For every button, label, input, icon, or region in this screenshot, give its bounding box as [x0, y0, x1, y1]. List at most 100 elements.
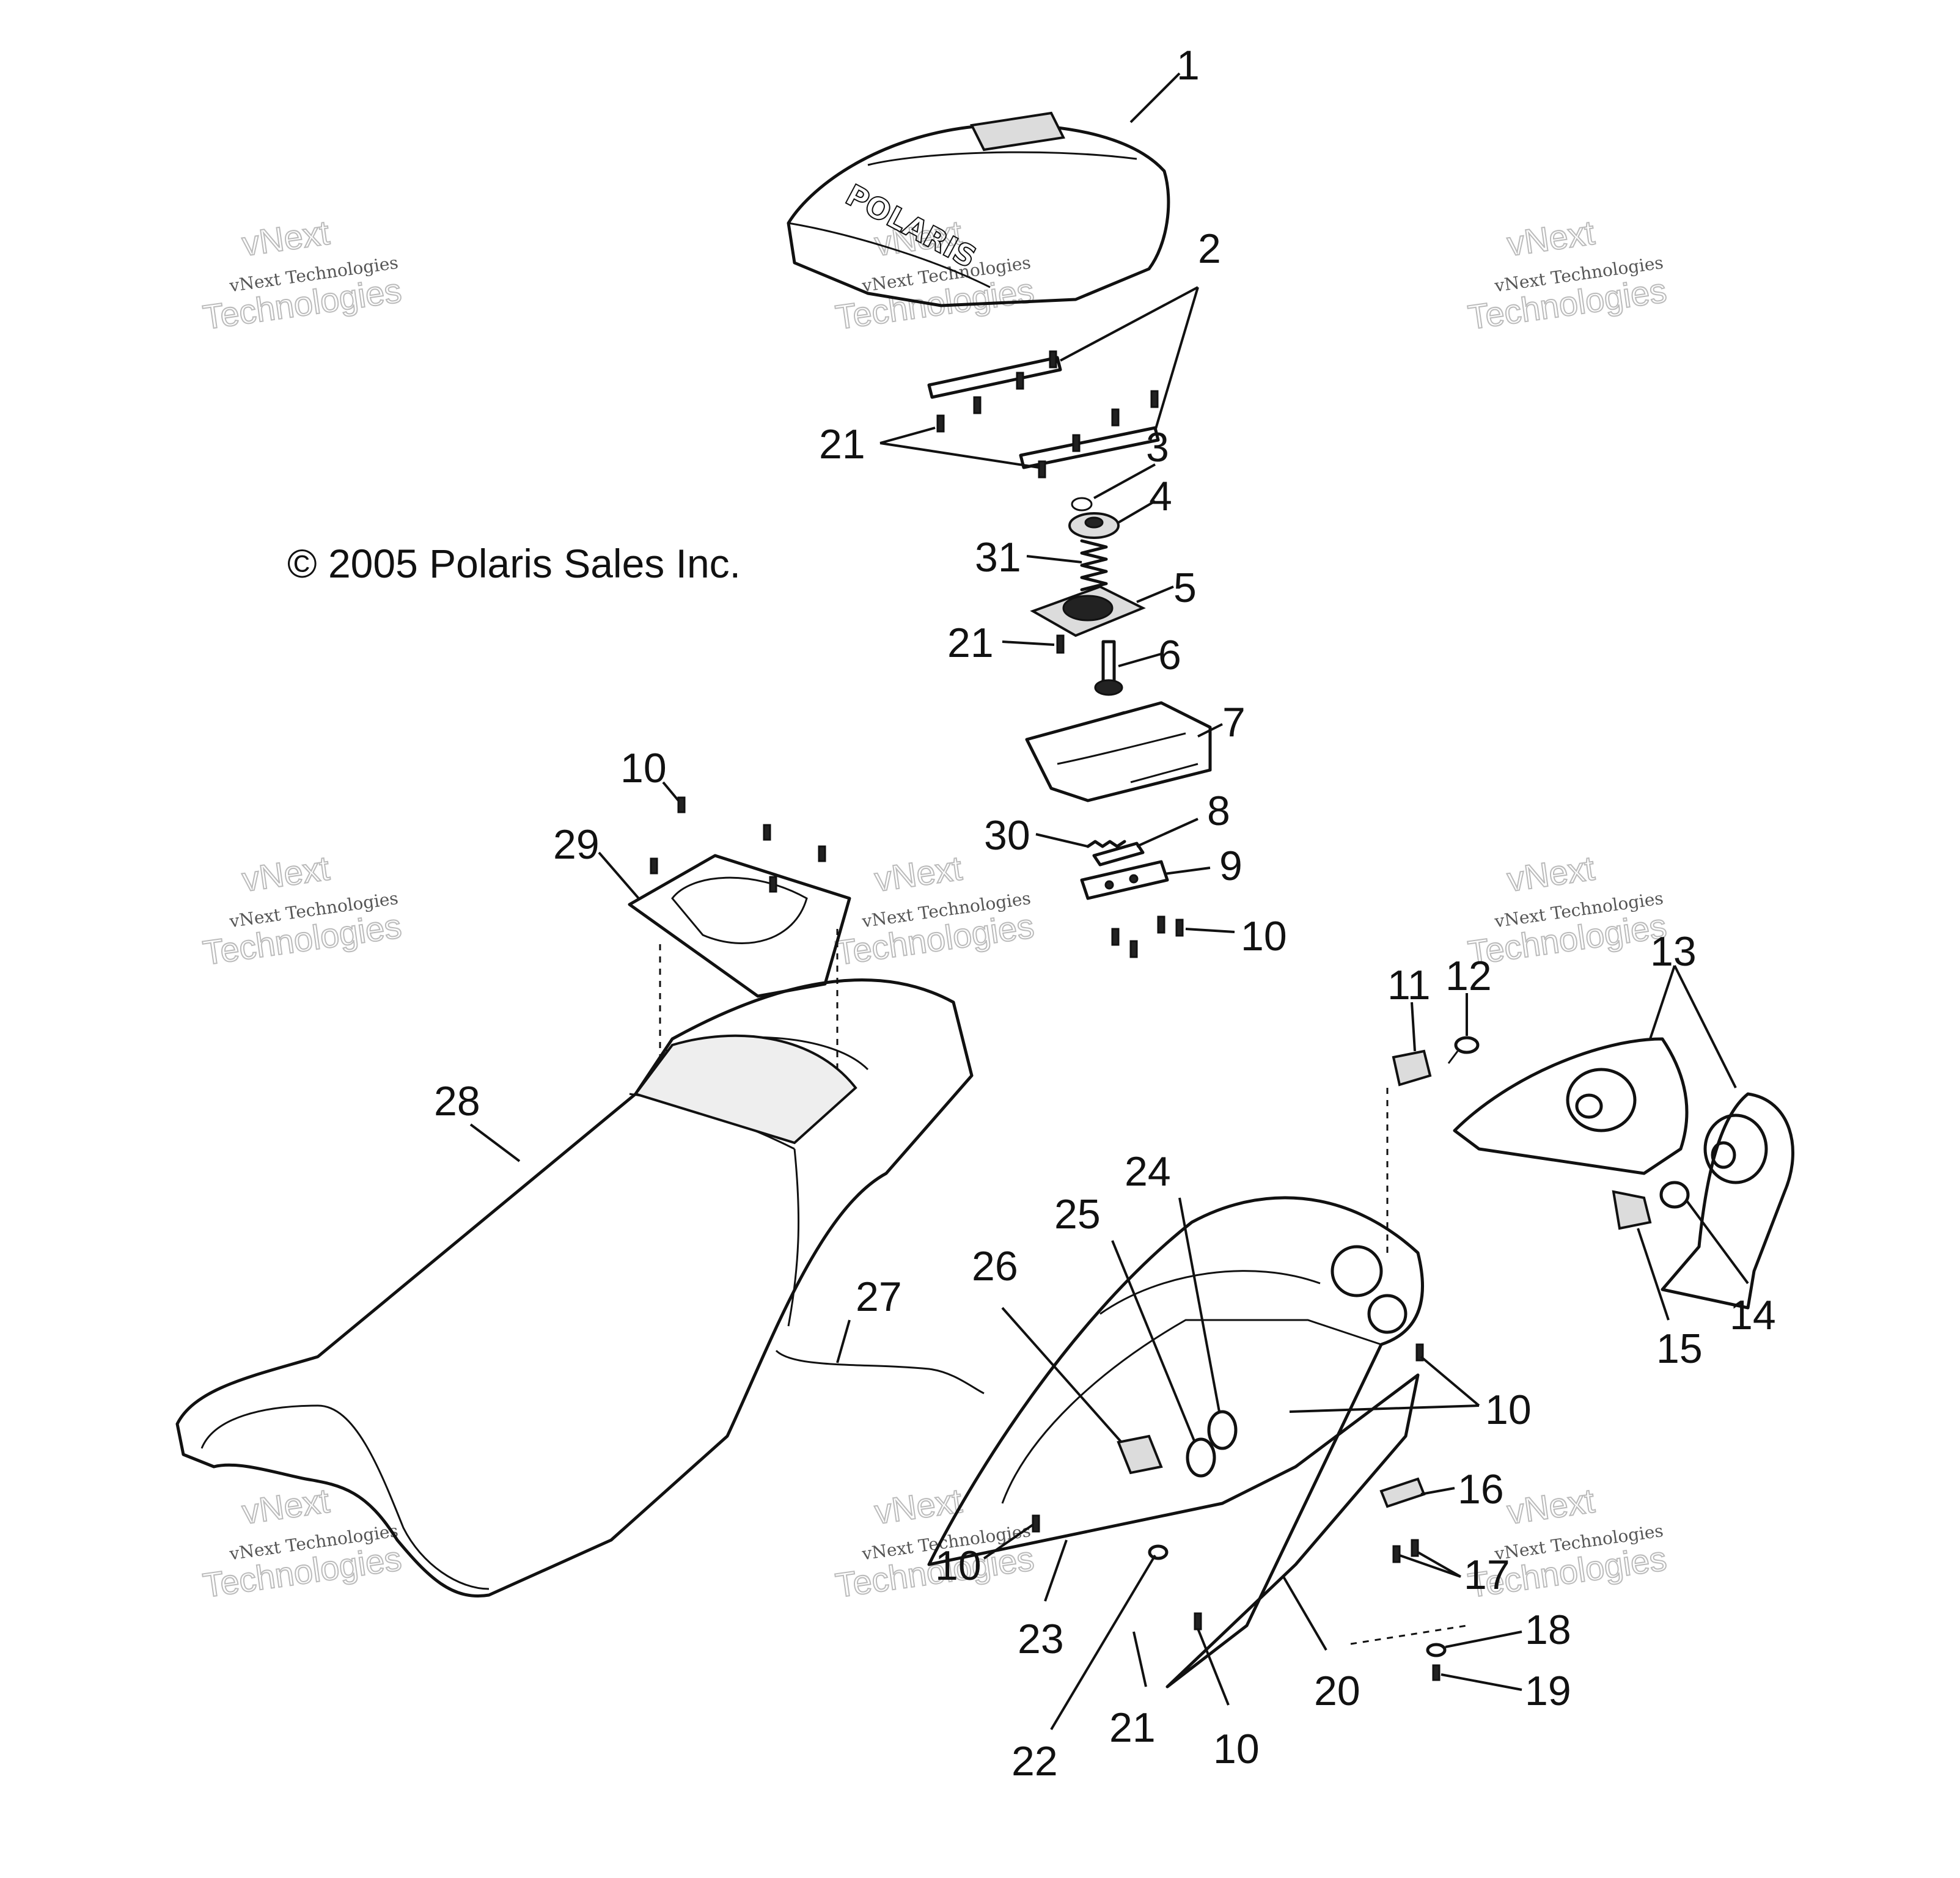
leader-10c: [983, 1524, 1034, 1560]
callout-14: 14: [1730, 1292, 1776, 1338]
part-seat-rails: [927, 356, 1160, 469]
callout-labels: 1 2 21 3 4 31 5 21 6 7 10 29 8 30 9 10 1…: [434, 42, 1776, 1784]
callout-29: 29: [553, 821, 600, 868]
leader-6: [1118, 653, 1162, 667]
part-stud: [1094, 640, 1123, 696]
callout-2: 2: [1198, 226, 1221, 272]
leader-10d2: [1289, 1404, 1480, 1413]
leader-5: [1136, 585, 1174, 603]
copyright-notice: © 2005 Polaris Sales Inc.: [287, 541, 741, 586]
callout-9: 9: [1219, 843, 1242, 889]
leader-31: [1026, 555, 1082, 563]
part-spring-retainer: [1068, 512, 1120, 539]
leader-21a2: [879, 442, 1040, 469]
callout-19: 19: [1525, 1668, 1571, 1714]
callout-21a: 21: [819, 421, 865, 468]
part-bulb-12: [1447, 1036, 1480, 1064]
part-washer-22: [1148, 1544, 1169, 1560]
leader-29: [598, 851, 640, 900]
part-spring: [1080, 539, 1108, 592]
leader-2a: [1060, 286, 1198, 362]
callout-27: 27: [856, 1274, 902, 1320]
part-washer: [1071, 497, 1093, 512]
callout-1: 1: [1176, 42, 1200, 89]
part-latch-housing: [1025, 701, 1212, 802]
leader-21c: [1132, 1631, 1147, 1687]
leader-16: [1420, 1487, 1455, 1495]
part-screw-10c: [1032, 1514, 1040, 1533]
part-screw-21b: [1056, 634, 1065, 654]
leader-22: [1050, 1554, 1156, 1731]
part-tail-section: [927, 1196, 1424, 1689]
leader-10e: [1197, 1628, 1230, 1706]
callout-11: 11: [1387, 962, 1431, 1008]
part-screw-10d: [1415, 1343, 1424, 1362]
part-screw-19: [1432, 1664, 1441, 1681]
leader-27: [836, 1319, 851, 1363]
watermark-top-right: vNext vNext Technologies Technologies: [1465, 212, 1669, 337]
leader-2b: [1154, 287, 1199, 431]
watermark-bottom-left: vNext vNext Technologies Technologies: [200, 1480, 404, 1605]
leader-10d: [1420, 1355, 1480, 1407]
part-main-seat: [175, 978, 974, 1597]
part-washer-18: [1426, 1643, 1447, 1657]
part-socket-11: [1392, 1049, 1432, 1087]
part-screw-10e: [1194, 1612, 1202, 1630]
svg-text:vNext: vNext: [872, 848, 964, 898]
leader-17b: [1417, 1551, 1461, 1578]
callout-10b: 10: [1241, 913, 1287, 959]
callout-15: 15: [1656, 1326, 1703, 1372]
part-reflector-16: [1379, 1477, 1426, 1508]
svg-text:vNext: vNext: [240, 213, 332, 263]
part-seat-base: [628, 796, 851, 998]
part-bracket-26: [1117, 1434, 1163, 1475]
part-bulb-14: [1659, 1181, 1690, 1209]
callout-10c: 10: [935, 1542, 982, 1589]
leader-13b: [1673, 965, 1737, 1088]
part-screws-lower: [1111, 915, 1184, 958]
leader-10a: [662, 781, 680, 802]
leader-11: [1411, 1002, 1416, 1052]
svg-text:vNext: vNext: [1505, 848, 1597, 898]
leader-28: [469, 1123, 521, 1162]
leader-21b: [1002, 640, 1055, 646]
leader-15: [1637, 1228, 1670, 1321]
callout-25: 25: [1054, 1191, 1101, 1238]
leader-19: [1441, 1673, 1522, 1691]
leader-10b: [1185, 928, 1235, 933]
leader-24: [1178, 1197, 1220, 1412]
svg-text:vNext: vNext: [240, 1481, 332, 1531]
callout-8: 8: [1207, 788, 1230, 834]
leader-17a: [1399, 1554, 1461, 1578]
callout-18: 18: [1525, 1607, 1571, 1653]
part-rail-screws: [936, 350, 1159, 479]
callout-3: 3: [1146, 424, 1169, 471]
guide-18: [1350, 1624, 1467, 1645]
callout-17: 17: [1464, 1552, 1510, 1598]
callout-10d: 10: [1485, 1387, 1532, 1433]
part-grommet-24: [1207, 1410, 1238, 1450]
watermark-mid-left: vNext vNext Technologies Technologies: [200, 848, 404, 972]
leader-21a: [879, 427, 936, 444]
callout-10e: 10: [1213, 1726, 1260, 1772]
part-grommet-25: [1186, 1437, 1216, 1478]
watermark-top-left: vNext vNext Technologies Technologies: [200, 212, 404, 337]
callout-20: 20: [1314, 1668, 1360, 1714]
leader-18: [1445, 1630, 1522, 1648]
callout-31: 31: [975, 534, 1021, 581]
part-latch-plate-lower: [1080, 860, 1169, 900]
part-taillight-housing: [1453, 1037, 1689, 1175]
leader-1: [1129, 72, 1181, 123]
svg-text:vNext: vNext: [240, 848, 332, 898]
part-socket-15: [1612, 1190, 1652, 1230]
part-taillight-lens: [1661, 1092, 1794, 1310]
leader-14: [1686, 1200, 1749, 1285]
callout-4: 4: [1149, 473, 1172, 519]
leader-23: [1044, 1539, 1068, 1602]
watermark-bottom-center: vNext vNext Technologies Technologies: [832, 1480, 1037, 1605]
leader-26: [1001, 1307, 1123, 1443]
callout-26: 26: [972, 1243, 1018, 1289]
callout-23: 23: [1018, 1616, 1064, 1662]
leader-4: [1117, 500, 1156, 524]
